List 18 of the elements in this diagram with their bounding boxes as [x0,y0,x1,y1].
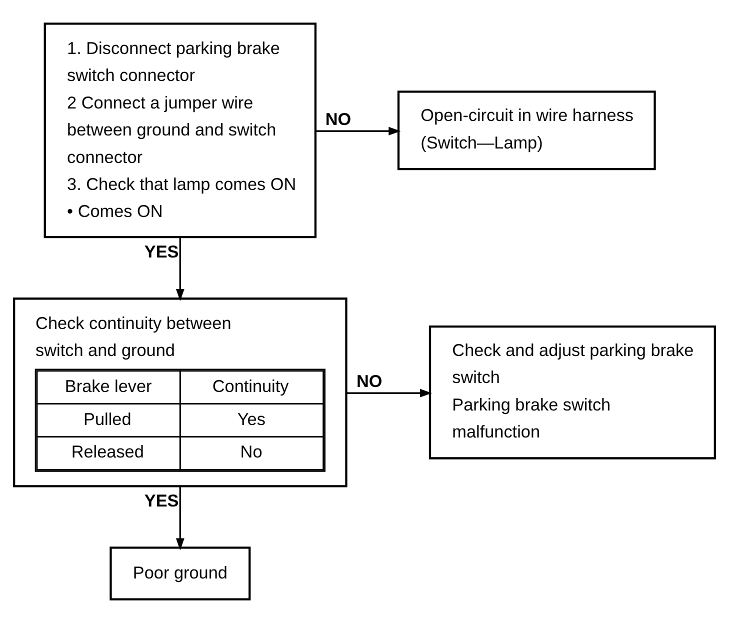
node-box: Check and adjust parking brake switch Parking brake switch malfunction [428,325,716,460]
edge-label: YES [144,241,179,262]
label: Yes [237,408,266,429]
label: Pulled [84,408,132,429]
label: Brake lever [64,376,152,396]
edge-label: NO [356,370,382,391]
node-box: 1. Disconnect parking brake switch connector 2 Connect a jumper wire between ground and switch connector 3. Check that lamp comes ON • Comes ON [44,22,317,238]
arrow [176,237,184,301]
node-box: Poor ground [110,546,251,600]
node-box: Open-circuit in wire harness (Switch—Lamp) [397,90,656,170]
edge-label: YES [144,490,179,511]
arrow [346,388,432,398]
label: Released [71,442,144,462]
label: Continuity [212,376,289,396]
arrow [316,126,401,136]
label: No [240,442,262,462]
arrow [176,486,184,550]
edge-label: NO [325,108,352,129]
